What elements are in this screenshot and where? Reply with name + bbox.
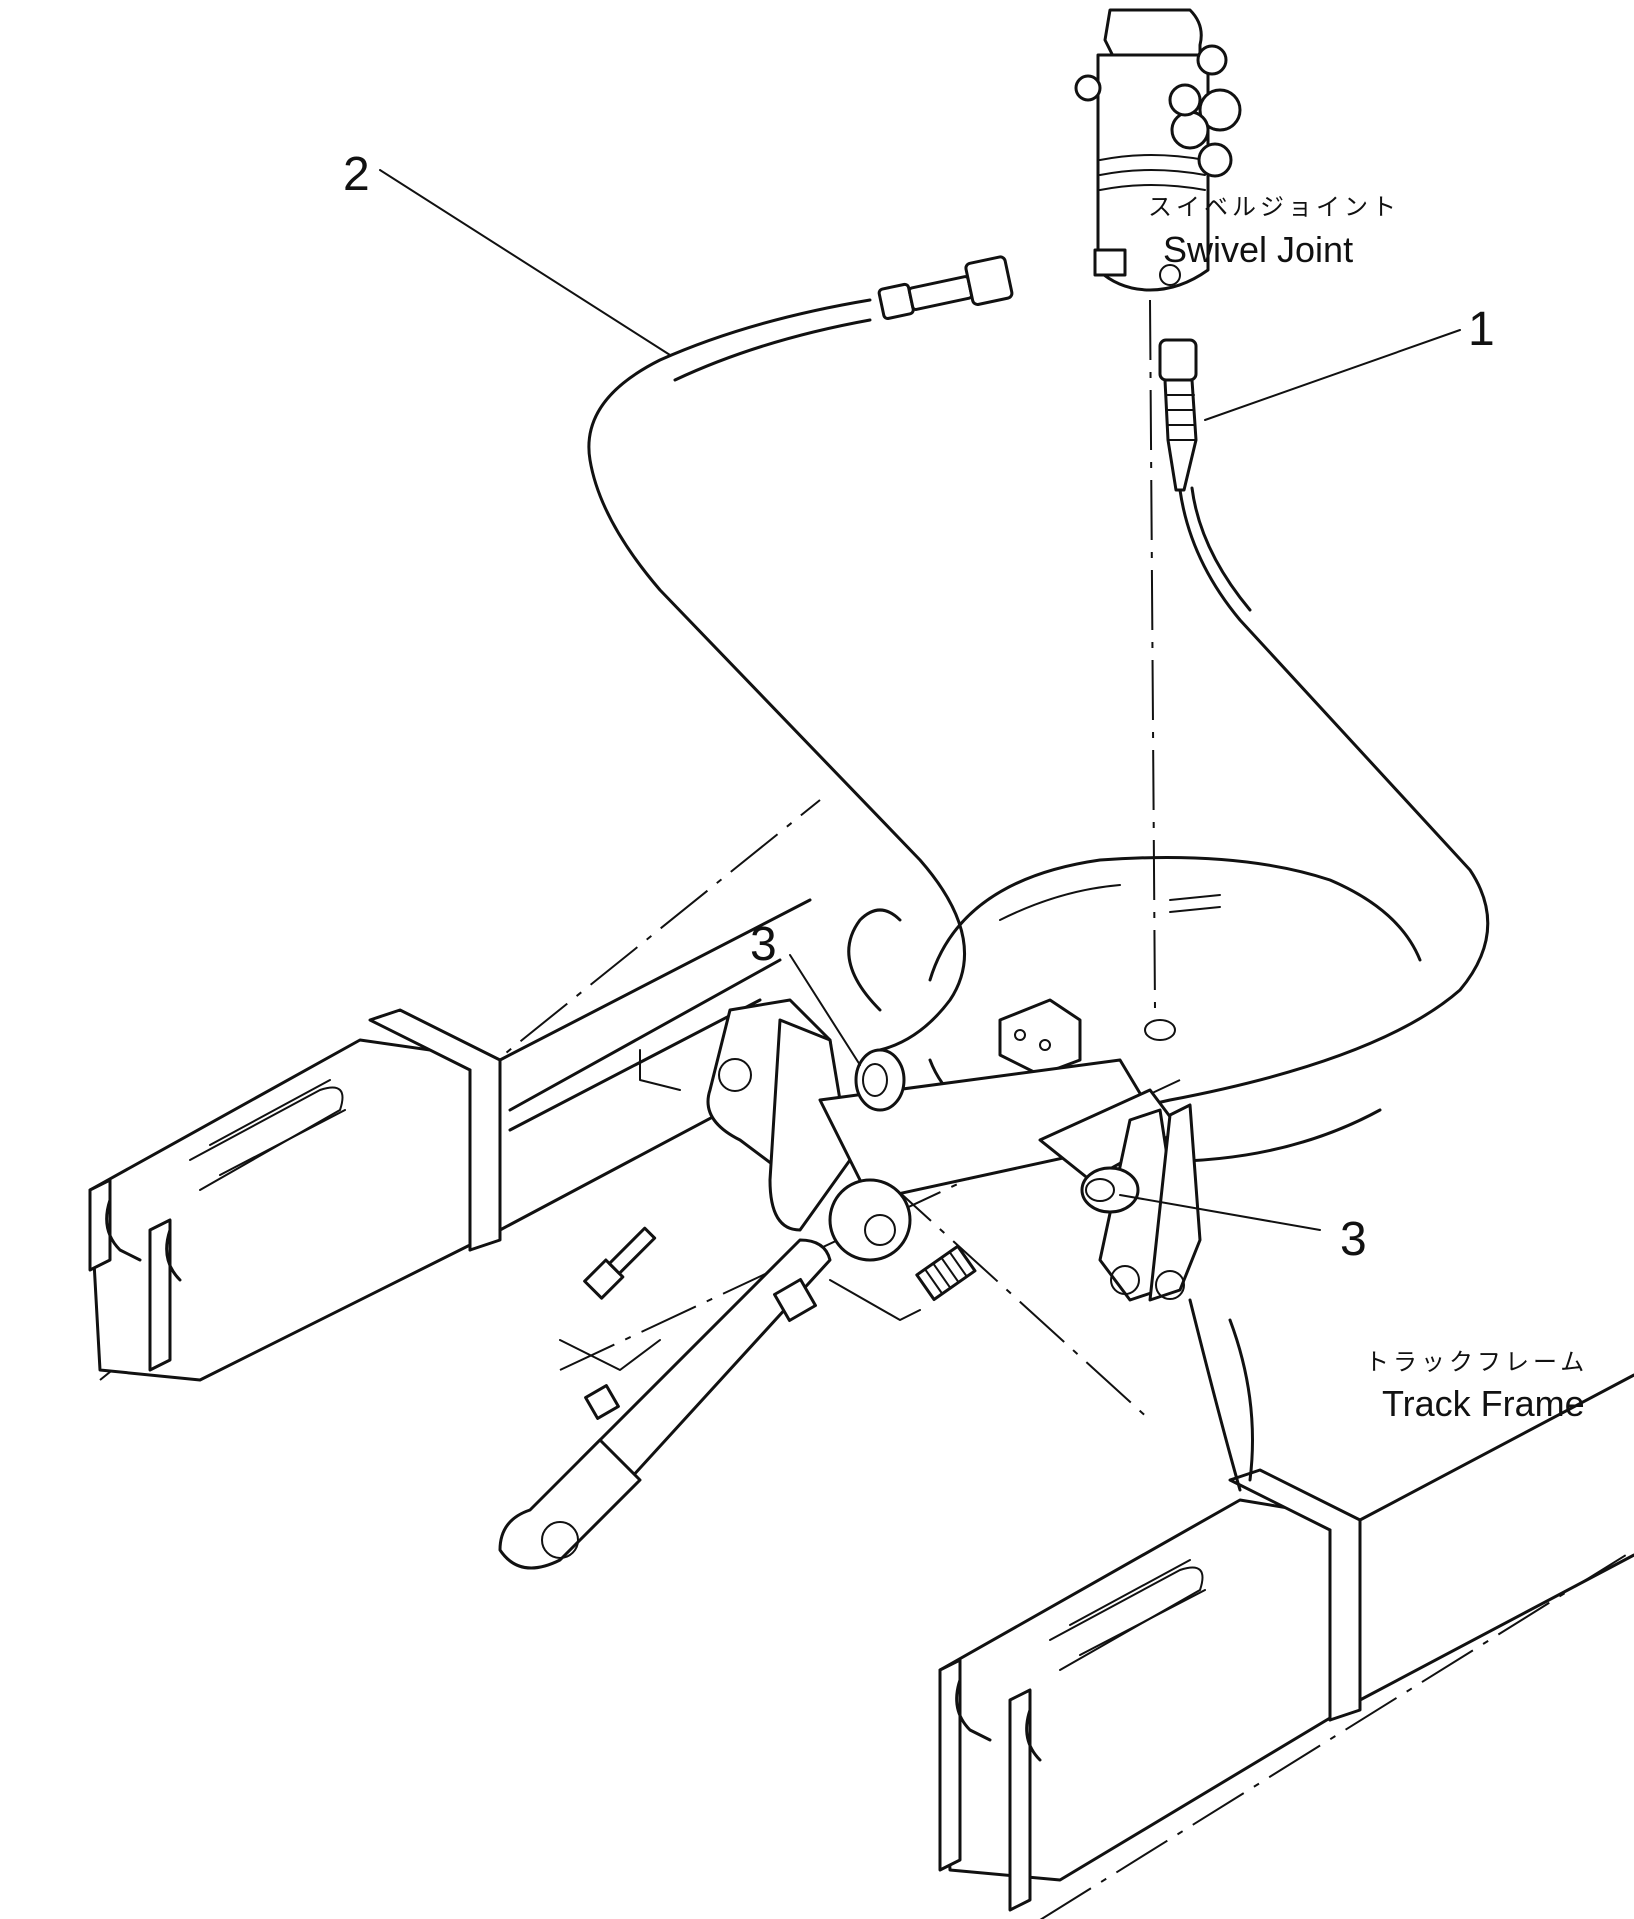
right-track-frame: [938, 1298, 1634, 1912]
callout-part-3b: 3: [1340, 1213, 1367, 1266]
leader-lines: [379, 169, 1461, 1231]
leader-part-3b: [1119, 1194, 1321, 1231]
labels: 2 1 3 3 スイベルジョイント Swivel Joint トラックフレーム …: [343, 148, 1588, 1424]
leader-part-1: [1204, 329, 1461, 421]
center-mechanism: [498, 998, 1202, 1570]
left-track-frame: [88, 898, 822, 1382]
callout-part-1: 1: [1468, 303, 1495, 356]
track-frame-label-jp: トラックフレーム: [1365, 1348, 1588, 1376]
hose-part-2: [587, 255, 1014, 1052]
leader-part-2: [379, 169, 671, 356]
callout-part-2: 2: [343, 148, 370, 201]
leader-part-3a: [789, 954, 861, 1066]
track-frame-label-en: Track Frame: [1382, 1383, 1585, 1424]
swivel-joint: [1074, 8, 1242, 1011]
swivel-joint-label-jp: スイベルジョイント: [1148, 193, 1400, 221]
callout-part-3a: 3: [750, 918, 777, 971]
swivel-joint-label-en: Swivel Joint: [1163, 229, 1353, 270]
